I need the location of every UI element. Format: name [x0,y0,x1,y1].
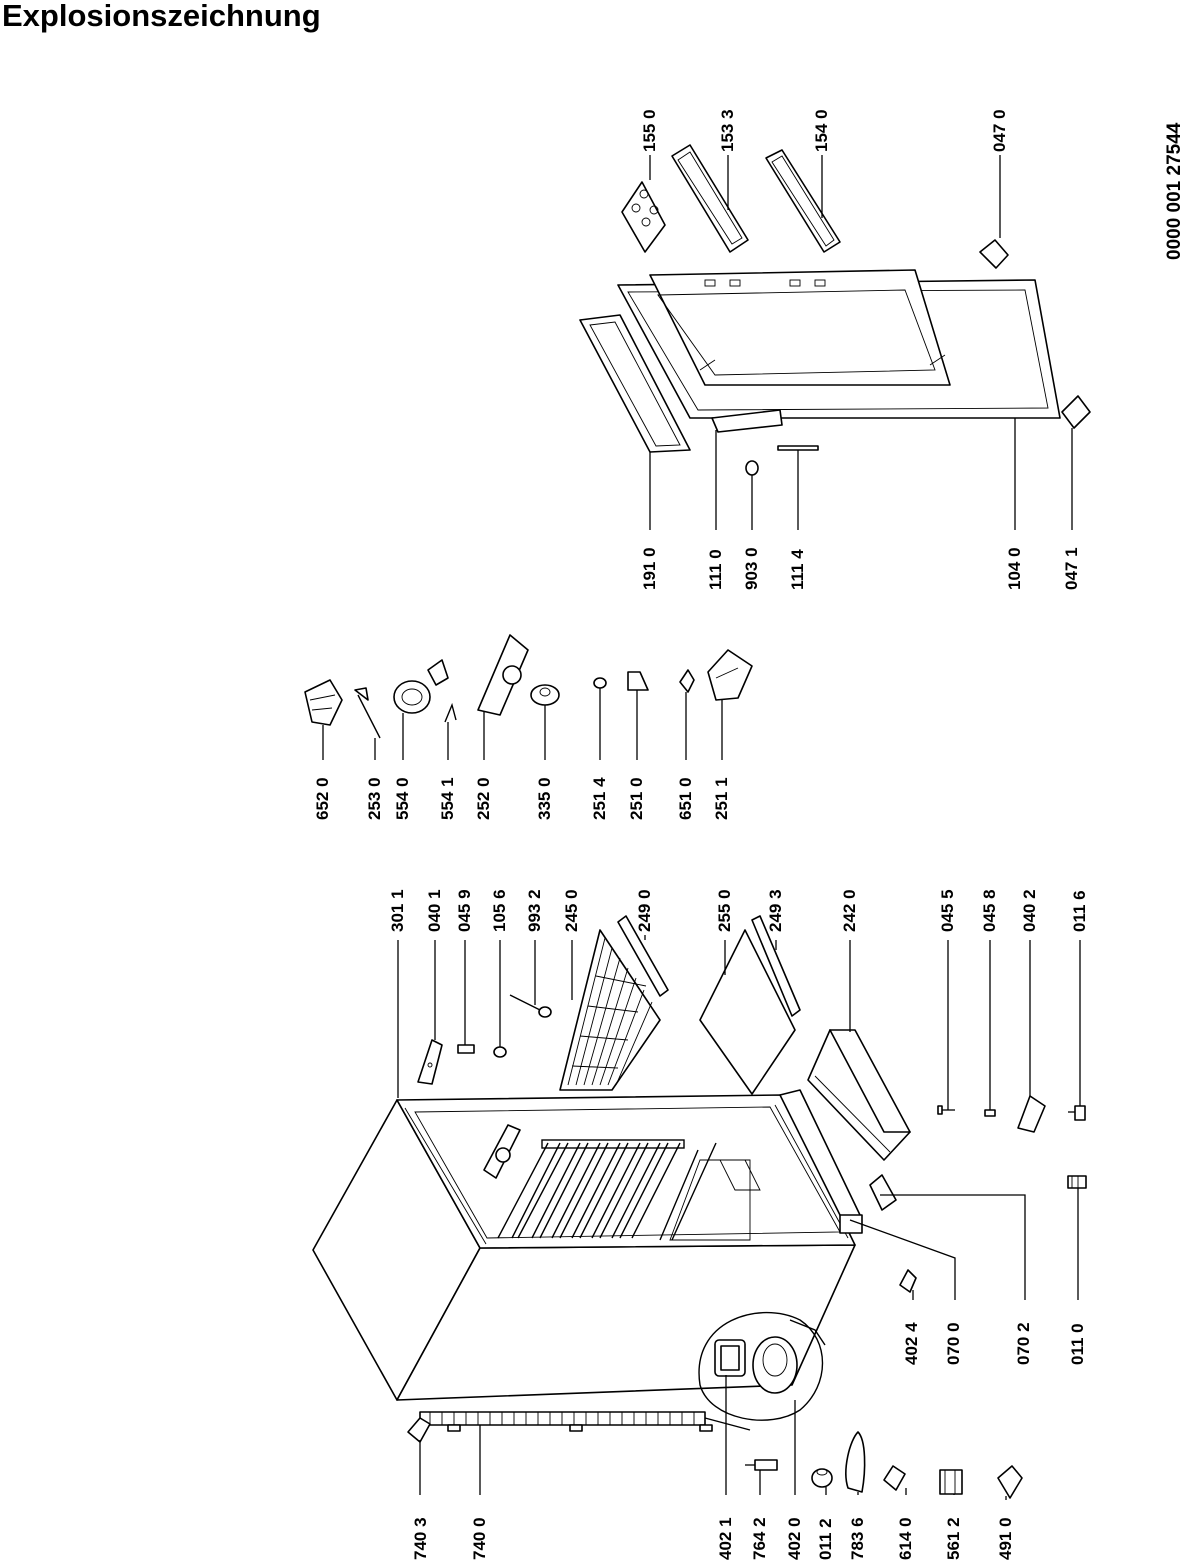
thermostat-652-0 [304,679,343,726]
condenser-740-0 [419,1411,751,1432]
label-903-0: 903 0 [742,547,761,590]
label-255-0: 255 0 [715,889,734,932]
relay-614-0 [883,1465,906,1491]
crisper-242-0 [807,1029,911,1161]
screw-011-6 [1068,1105,1086,1121]
strip-249-3 [751,915,801,1017]
pin-045-9 [457,1044,475,1054]
door-104-0 [617,269,1061,419]
label-070-2: 070 2 [1014,1322,1033,1365]
capillary-764-2 [745,1459,778,1471]
label-040-2: 040 2 [1020,889,1039,932]
label-402-1: 402 1 [716,1517,735,1560]
lamp-554-0 [393,659,449,714]
label-301-1: 301 1 [388,889,407,932]
label-104-0: 104 0 [1005,547,1024,590]
label-155-0: 155 0 [640,109,659,152]
bracket-491-0 [997,1465,1023,1499]
label-045-8: 045 8 [980,889,999,932]
label-040-1: 040 1 [425,889,444,932]
screw-045-8 [984,1102,996,1117]
label-554-0: 554 0 [393,777,412,820]
label-251-1: 251 1 [712,777,731,820]
label-045-9: 045 9 [455,889,474,932]
screw-011-0 [1067,1175,1087,1189]
sensor-993-2 [509,994,552,1018]
label-011-0: 011 0 [1068,1323,1087,1365]
label-993-2: 993 2 [525,889,544,932]
clip-783-6 [845,1431,866,1493]
hinge-040-2 [1017,1095,1046,1133]
foot-011-2 [811,1468,833,1488]
egg-tray-155-0 [621,181,666,253]
hinge-047-0 [979,239,1009,269]
strip-111-4 [777,445,819,451]
bracket-040-1 [417,1039,443,1085]
label-614-0: 614 0 [896,1517,915,1560]
label-153-3: 153 3 [718,109,737,152]
label-011-2: 011 2 [816,1518,835,1560]
glass-shelf-255-0 [699,929,796,1095]
page-title: Explosionszeichnung [2,0,321,33]
label-111-4: 111 4 [788,549,807,590]
leader-lines [322,155,1081,1500]
housing-252-0 [477,634,529,716]
label-554-1: 554 1 [438,777,457,820]
knob-253-0 [354,687,381,739]
label-242-0: 242 0 [840,889,859,932]
label-047-1: 047 1 [1062,547,1081,590]
label-561-2: 561 2 [944,1517,963,1560]
label-764-2: 764 2 [750,1517,769,1560]
plug-105-6 [493,1046,507,1058]
label-045-5: 045 5 [938,889,957,932]
label-253-0: 253 0 [365,777,384,820]
label-251-4: 251 4 [590,777,609,820]
label-491-0: 491 0 [996,1517,1015,1560]
label-070-0: 070 0 [944,1322,963,1365]
label-652-0: 652 0 [313,777,332,820]
cabinet-shelf-ribs [483,1124,761,1241]
label-740-3: 740 3 [411,1517,430,1560]
label-191-0: 191 0 [640,547,659,590]
door-shelf-153-3 [671,144,749,253]
label-783-6: 783 6 [848,1517,867,1560]
gasket-191-0 [579,314,691,453]
clip-402-4 [899,1269,917,1293]
screw-903-0 [745,460,759,476]
label-651-0: 651 0 [676,777,695,820]
grid-shelf-245-0 [559,929,661,1091]
compressor-402-0 [698,1312,826,1421]
ring-251-4 [593,677,607,689]
plug-561-2 [939,1469,963,1495]
label-111-0: 111 0 [706,549,725,590]
panel-111-0 [711,409,783,433]
strip-249-0 [617,915,669,997]
socket-554-1 [444,702,457,723]
label-402-4: 402 4 [902,1322,921,1365]
hinge-047-1 [1061,395,1091,429]
label-154-0: 154 0 [812,109,831,152]
label-245-0: 245 0 [562,889,581,932]
label-740-0: 740 0 [470,1517,489,1560]
label-249-0: 249 0 [635,889,654,932]
cover-251-0 [627,671,649,691]
label-249-3: 249 3 [766,889,785,932]
hinge-740-3 [407,1417,431,1443]
label-047-0: 047 0 [990,109,1009,152]
switch-251-1 [707,649,753,701]
label-335-0: 335 0 [535,777,554,820]
door-shelf-154-0 [765,149,841,253]
label-105-6: 105 6 [490,889,509,932]
label-252-0: 252 0 [474,777,493,820]
label-251-0: 251 0 [627,777,646,820]
pin-045-5 [937,1105,955,1115]
lower-frame [779,1089,897,1234]
label-011-6: 011 6 [1070,890,1089,932]
knob-335-0 [530,684,560,706]
lamp-651-0 [679,669,695,693]
label-402-0: 402 0 [785,1517,804,1560]
